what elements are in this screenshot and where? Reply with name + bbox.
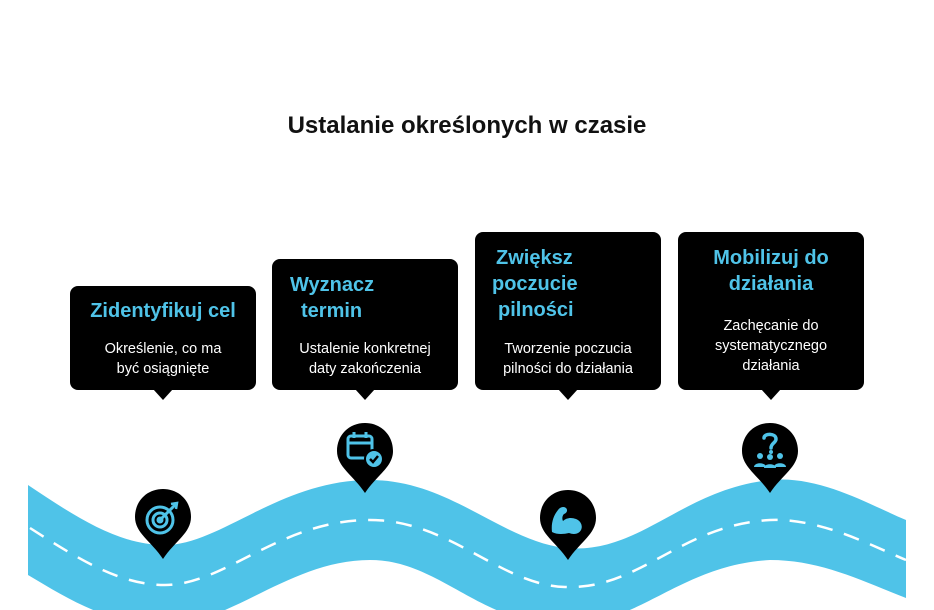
road-band: [28, 479, 906, 610]
road-center-line: [29, 518, 907, 589]
pin-marker-3: [538, 488, 598, 562]
step-description: Ustalenie konkretnej daty zakończenia: [299, 341, 431, 377]
step-description: Zachęcanie do systematycznego działania: [714, 318, 828, 374]
page-title: Ustalanie określonych w czasie: [287, 112, 647, 139]
pin-marker-4: [740, 421, 800, 495]
step-card-4: Mobilizuj do działania Zachęcanie do sys…: [678, 232, 864, 400]
step-description: Określenie, co ma być osiągnięte: [104, 341, 222, 377]
target-icon: [145, 501, 179, 535]
flexed-arm-icon: [551, 506, 582, 534]
step-title: Zidentyfikuj cel: [90, 300, 236, 322]
pin-marker-1: [133, 487, 193, 561]
step-title: Zwiększ poczucie pilności: [492, 247, 578, 321]
step-title: Mobilizuj do działania: [713, 247, 829, 295]
pin-marker-2: [335, 421, 395, 495]
step-card-1: Zidentyfikuj cel Określenie, co ma być o…: [70, 286, 256, 400]
calendar-check-icon: [346, 432, 384, 469]
step-card-3: Zwiększ poczucie pilności Tworzenie pocz…: [475, 232, 661, 400]
step-description: Tworzenie poczucia pilności do działania: [503, 341, 633, 377]
step-card-2: Wyznacz termin Ustalenie konkretnej daty…: [272, 259, 458, 400]
group-question-icon: [754, 432, 786, 468]
step-title: Wyznacz termin: [290, 274, 375, 322]
